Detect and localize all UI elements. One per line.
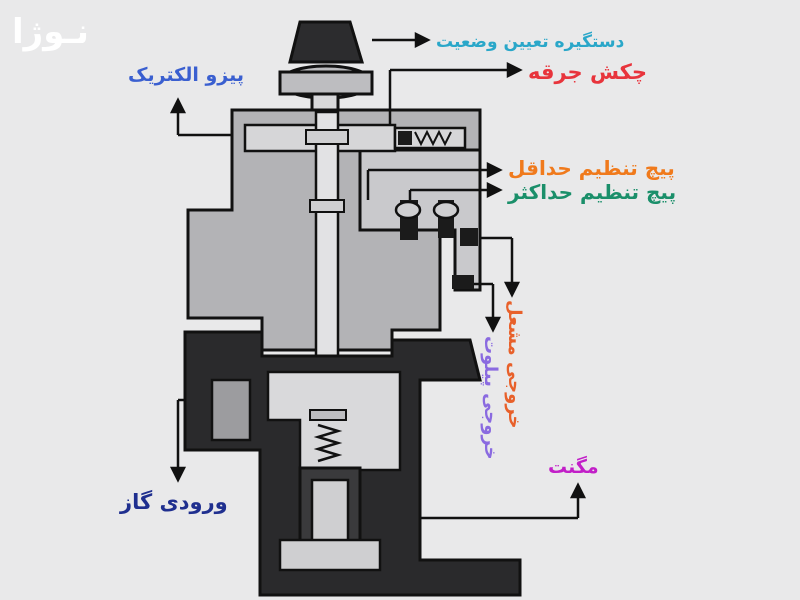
adjustment-screws [394,200,460,220]
label-gas-inlet: ورودی گاز [120,490,228,514]
label-position-knob: دستگیره تعیین وضعیت [436,32,625,52]
label-piezo-electric: پیزو الکتریک [128,64,244,86]
label-firing-hammer: چکش جرقه [528,60,648,84]
arrows [169,31,587,520]
label-max-adjust-screw: پیچ تنظیم حداقل [508,156,675,180]
label-burner-output: خروجی مشعل [504,300,525,429]
position-knob-shape [278,20,374,114]
valve-shaft [305,110,349,374]
brand-logo: نـوژا [12,12,89,52]
label-pilot-output: خروجی پیلوت [480,336,501,460]
label-magnet: مگنت [548,456,599,478]
label-min-adjust-screw: پیچ تنظیم حداکثر [508,180,677,204]
lower-valve-body [183,330,522,597]
